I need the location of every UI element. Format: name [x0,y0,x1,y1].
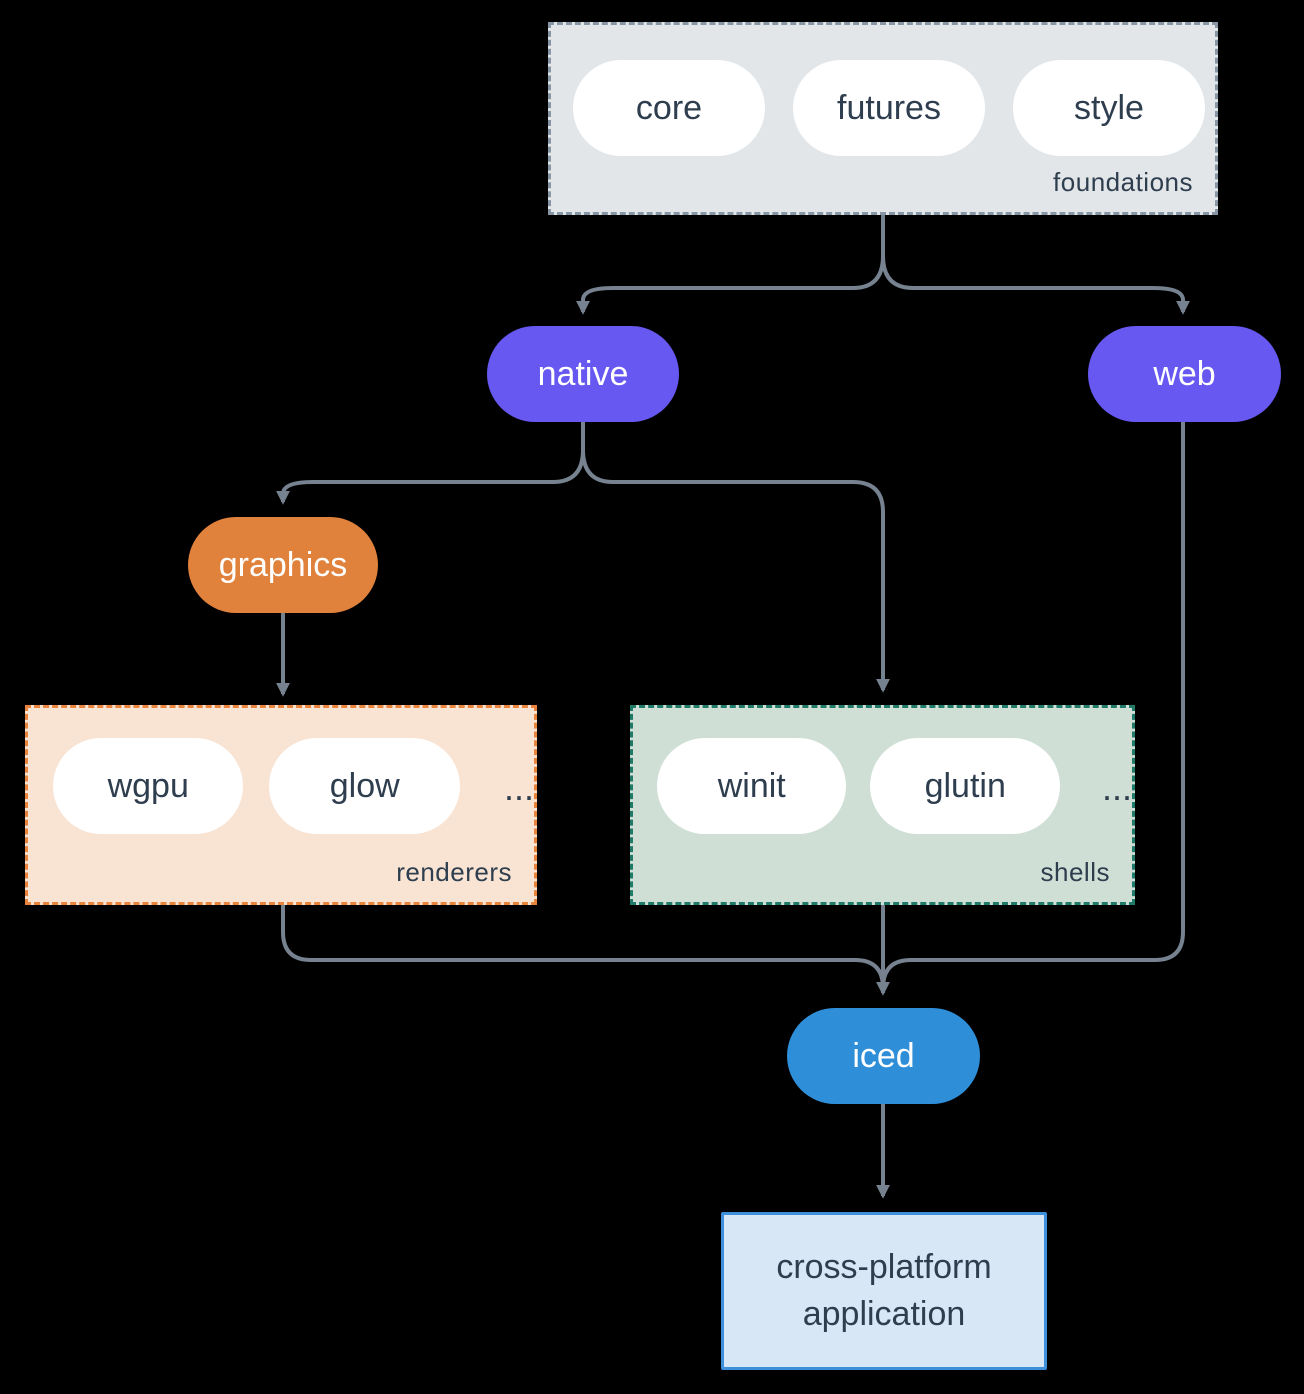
shells-ellipsis: ... [1101,767,1132,808]
group-shells: winit glutin ... shells [630,705,1135,905]
node-native: native [487,326,679,422]
edge-native-shells [581,449,890,693]
node-iced: iced [787,1008,980,1104]
renderers-pill-row: wgpu glow ... [28,708,534,834]
node-glow: glow [269,738,460,834]
node-graphics: graphics [188,517,378,613]
foundations-pill-row: core futures style [551,25,1215,156]
edge-native-graphics [276,449,585,505]
node-web: web [1088,326,1281,422]
node-winit: winit [657,738,847,834]
foundations-label: foundations [1053,167,1193,197]
edge-foundations-web [881,255,1190,315]
application-label: cross-platform application [776,1248,992,1333]
shells-label: shells [1040,857,1110,887]
node-glutin: glutin [870,738,1060,834]
node-style: style [1013,60,1205,156]
renderers-ellipsis: ... [503,767,534,808]
shells-pill-row: winit glutin ... [633,708,1132,834]
node-application: cross-platform application [721,1212,1047,1370]
renderers-label: renderers [396,857,512,887]
node-core: core [573,60,765,156]
node-futures: futures [793,60,985,156]
node-wgpu: wgpu [53,738,244,834]
edge-renderers-iced [281,905,885,989]
group-renderers: wgpu glow ... renderers [25,705,537,905]
group-foundations: core futures style foundations [548,22,1218,215]
edge-foundations-native [576,255,885,315]
